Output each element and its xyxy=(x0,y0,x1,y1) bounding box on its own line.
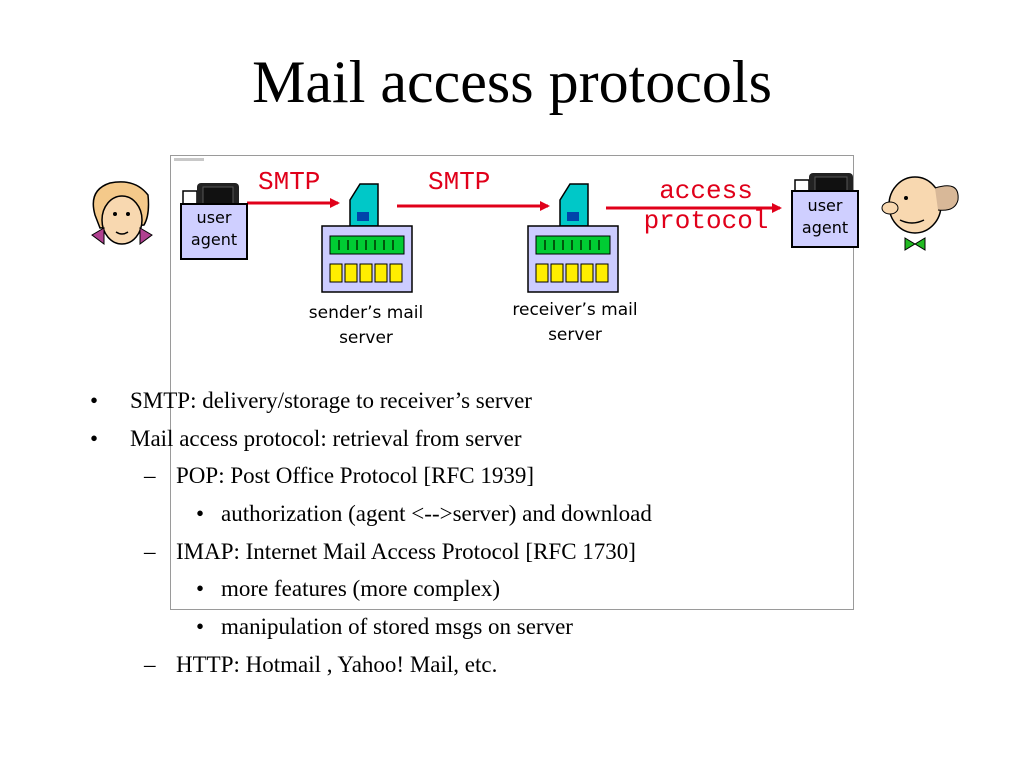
bullet-marker: – xyxy=(144,539,156,564)
user-agent-left[interactable]: user agent xyxy=(180,203,248,260)
bullet-marker: • xyxy=(90,388,99,413)
receiver-caption-line1: receiver’s mail xyxy=(512,300,638,320)
sender-caption-line1: sender’s mail xyxy=(308,303,424,323)
bullet-text: IMAP: Internet Mail Access Protocol [RFC… xyxy=(176,539,636,564)
bullet-text: POP: Post Office Protocol [RFC 1939] xyxy=(176,463,535,488)
bullet-text: authorization (agent <-->server) and dow… xyxy=(221,501,652,526)
sender-server-caption: sender’s mail server xyxy=(286,301,446,351)
access-label-line1: access xyxy=(659,176,753,206)
smtp-label-2: SMTP xyxy=(428,167,491,197)
receiver-server-icon xyxy=(527,183,619,293)
bullet-text: Mail access protocol: retrieval from ser… xyxy=(130,426,522,451)
receiver-server-caption: receiver’s mail server xyxy=(490,298,660,348)
user-agent-left-line2: agent xyxy=(190,230,238,249)
diagram-frame xyxy=(170,155,854,610)
receiver-person-icon xyxy=(881,176,959,251)
user-agent-right-line2: agent xyxy=(801,218,849,237)
bullet-marker: • xyxy=(196,576,205,601)
access-label-line2: protocol xyxy=(643,206,769,236)
access-protocol-label: access protocol xyxy=(636,176,776,236)
user-agent-right-line1: user xyxy=(807,196,843,215)
user-agent-right[interactable]: user agent xyxy=(791,190,859,248)
slide-title: Mail access protocols xyxy=(252,49,772,115)
sender-person-icon xyxy=(91,181,153,245)
bullet-text: more features (more complex) xyxy=(221,576,501,601)
bullet-text: SMTP: delivery/storage to receiver’s ser… xyxy=(130,388,532,413)
bullet-marker: • xyxy=(196,614,205,639)
bullet-text: HTTP: Hotmail , Yahoo! Mail, etc. xyxy=(176,652,498,677)
bullet-marker: • xyxy=(196,501,205,526)
bullet-marker: – xyxy=(144,652,156,677)
bullet-marker: – xyxy=(144,463,156,488)
bullet-text: manipulation of stored msgs on server xyxy=(221,614,573,639)
receiver-caption-line2: server xyxy=(548,325,602,345)
smtp-label-1: SMTP xyxy=(258,167,321,197)
sender-caption-line2: server xyxy=(339,328,393,348)
frame-tag xyxy=(174,158,204,161)
user-agent-left-line1: user xyxy=(196,208,232,227)
bullet-marker: • xyxy=(90,426,99,451)
sender-server-icon xyxy=(321,183,413,293)
